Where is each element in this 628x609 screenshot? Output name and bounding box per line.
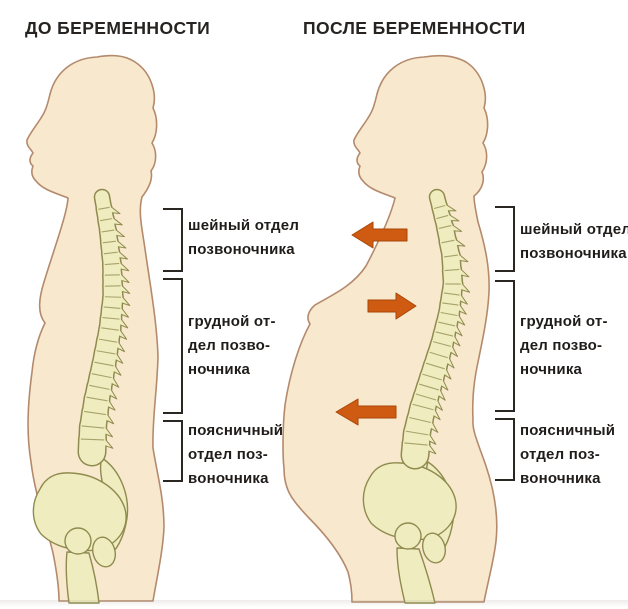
vertebra-separator [89,384,110,390]
vertebra-separator [409,416,431,424]
vertebra-separator [444,268,460,272]
bracket-after-thoracic [495,280,515,412]
vertebra-separator [432,341,452,347]
bracket-after-lumbar [495,418,515,481]
vertebra-separator [438,321,456,327]
label-line: поясничный [188,422,284,439]
label-line: позвоночника [188,241,295,258]
vertebra-separator [91,373,112,379]
spine-after [400,188,471,470]
vertebra-separator [425,362,445,370]
vertebra-separator [442,302,459,306]
femur-head-bone [394,522,422,550]
bracket-before-lumbar [163,420,183,482]
vertebra-separator [433,204,446,210]
bracket-after-cervical [495,206,515,272]
label-line: ночника [188,361,251,378]
figure-before [26,54,165,604]
vertebra-separator [98,206,110,210]
label-line: шейный отдел [520,221,628,238]
vertebra-separator [443,292,460,296]
vertebra-separator [412,403,434,411]
label-line: воночника [520,470,601,487]
vertebra-separator [404,442,428,446]
femur-head-bone [64,527,92,555]
vertebra-separator [98,338,118,343]
vertebra-separator [104,262,120,266]
vertebra-separator [84,410,106,416]
vertebra-separator [94,361,114,367]
ilium-bone [362,462,457,541]
vertebra-separator [96,350,116,355]
label-before-lumbar: поясничный отдел поз- воночника [188,419,283,491]
vertebra-separator [405,430,429,436]
vertebra-separator [418,383,440,391]
vertebra-separator [99,218,113,222]
vertebra-separator [435,331,454,337]
label-after-thoracic: грудной от- дел позво- ночника [520,310,608,382]
label-line: отдел поз- [520,446,600,463]
label-line: поясничный [520,422,616,439]
vertebra-separator [103,251,118,255]
vertebra-separator [440,311,458,317]
label-line: позвоночника [520,245,627,262]
figure-after [282,54,498,604]
femur-shaft-bone [65,551,100,604]
label-line: грудной от- [520,313,608,330]
vertebra-separator [438,225,452,229]
femur-shaft-bone [396,547,436,604]
vertebra-separator [80,438,105,441]
pelvis-bones-before [32,457,129,604]
vertebra-separator [441,239,455,244]
vertebra-separator [422,373,442,381]
scan-edge-shadow [0,600,628,607]
label-line: дел позво- [520,337,603,354]
vertebra-separator [101,327,119,331]
label-line: дел позво- [188,337,271,354]
vertebra-separator [103,306,121,309]
label-line: шейный отдел [188,217,300,234]
label-after-lumbar: поясничный отдел поз- воночника [520,419,615,491]
vertebra-separator [101,229,115,233]
vertebra-separator [415,393,437,401]
ischium-bone [91,536,117,568]
spine-fill [402,431,429,468]
label-before-thoracic: грудной от- дел позво- ночника [188,310,276,382]
vertebra-separator [102,240,117,244]
after-title: ПОСЛЕ БЕРЕМЕННОСТИ [303,18,526,38]
label-line: ночника [520,361,583,378]
bracket-before-thoracic [163,278,183,414]
ilium-bone [32,472,127,552]
ischium-bone [421,532,447,564]
spine-fill [79,426,106,465]
bracket-before-cervical [163,208,183,272]
spine-before [77,188,131,467]
label-line: грудной от- [188,313,276,330]
lumbar-shift-arrow [335,398,397,426]
vertebra-separator [444,254,458,258]
vertebra-separator [429,351,448,359]
pelvis-bones-after [362,461,457,604]
shift-arrows [335,221,417,426]
cervical-shift-arrow [351,221,408,249]
vertebra-separator [436,214,449,220]
vertebra-separator [102,316,120,320]
before-title: ДО БЕРЕМЕННОСТИ [25,18,211,38]
vertebra-separator [81,425,105,429]
label-line: отдел поз- [188,446,268,463]
label-after-cervical: шейный отдел позвоночника [520,218,628,266]
label-line: воночника [188,470,269,487]
thoracic-shift-arrow [367,292,417,320]
label-before-cervical: шейный отдел позвоночника [188,214,299,262]
vertebra-separator [86,396,108,402]
